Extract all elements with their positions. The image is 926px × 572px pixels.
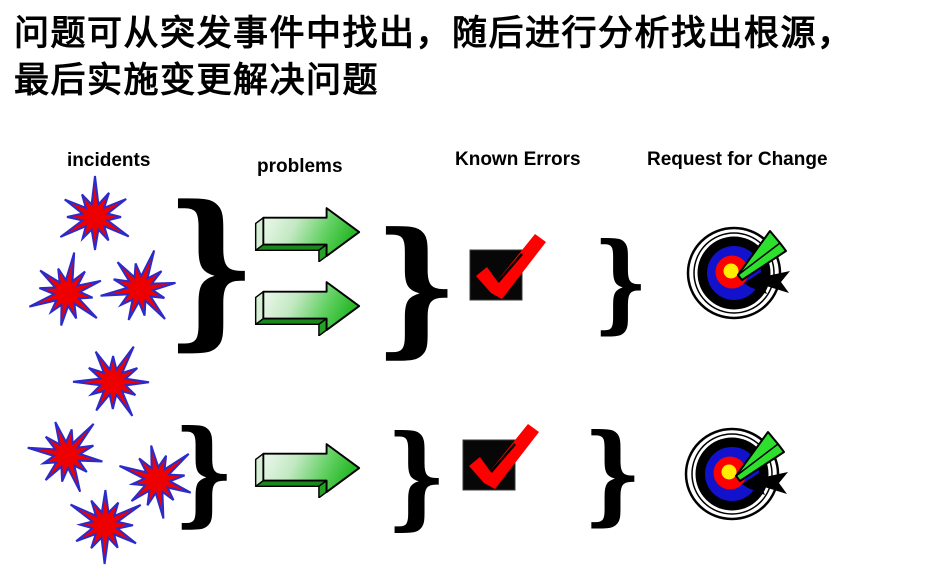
incident-starburst-icon [72, 345, 150, 417]
grouping-brace-icon: } [165, 168, 257, 366]
incident-starburst-icon [69, 489, 142, 565]
known-error-checkbox-icon [464, 230, 554, 305]
column-label-incidents: incidents [67, 150, 151, 171]
incident-starburst-icon [100, 250, 176, 321]
title-line-2: 最后实施变更解决问题 [14, 61, 380, 100]
rfc-target-icon [686, 223, 790, 323]
grouping-brace-icon: } [593, 220, 649, 345]
problem-arrow-icon [248, 206, 363, 262]
grouping-brace-icon: } [386, 412, 447, 542]
incident-starburst-icon [119, 445, 192, 519]
slide-title: 问题可从突发事件中找出，随后进行分析找出根源， 最后实施变更解决问题 [14, 10, 914, 104]
rfc-target-icon [684, 424, 788, 524]
incident-starburst-icon [59, 175, 130, 251]
column-label-problems: problems [257, 156, 343, 177]
column-label-request-for-change: Request for Change [647, 149, 828, 170]
column-label-known-errors: Known Errors [455, 149, 581, 170]
problem-arrow-icon [248, 442, 363, 498]
incident-starburst-icon [28, 252, 102, 326]
grouping-brace-icon: } [173, 405, 235, 538]
known-error-checkbox-icon [457, 420, 547, 495]
incident-starburst-icon [27, 421, 103, 493]
grouping-brace-icon: } [374, 201, 459, 372]
problem-arrow-icon [248, 280, 363, 336]
title-line-1: 问题可从突发事件中找出，随后进行分析找出根源， [14, 14, 854, 53]
grouping-brace-icon: } [583, 411, 643, 537]
